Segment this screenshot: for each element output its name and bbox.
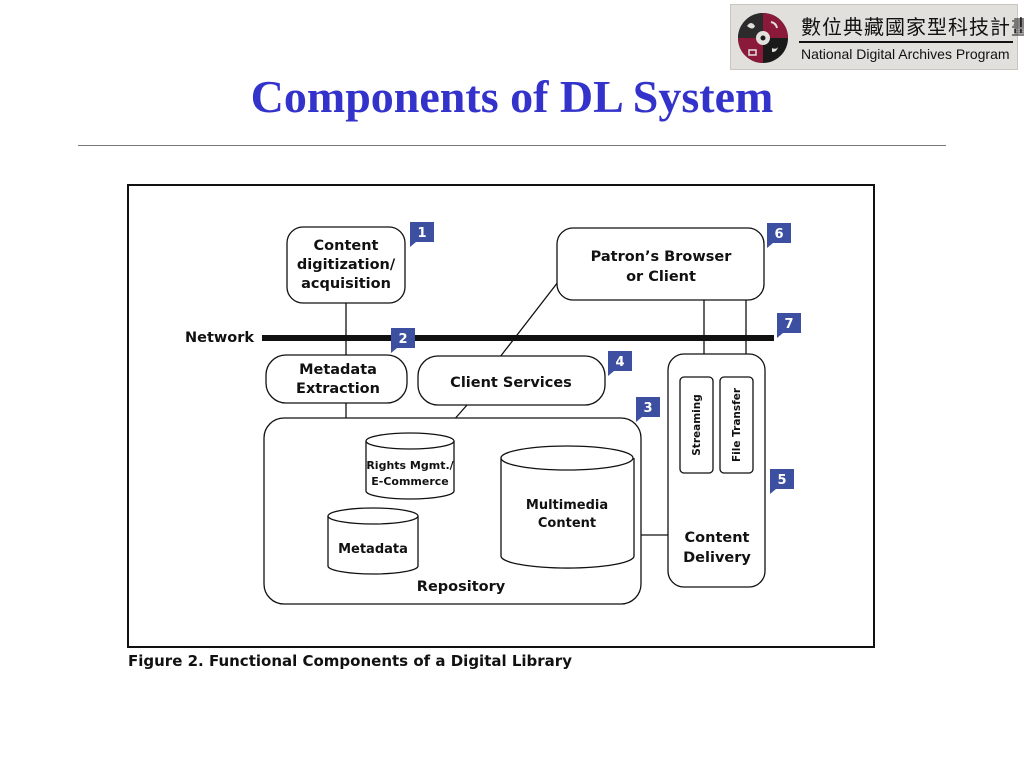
metadata-extraction-line-2: Extraction — [296, 381, 380, 397]
callout-7: 7 — [777, 313, 801, 338]
patron-browser-line-2: or Client — [626, 269, 696, 285]
slide-title: Components of DL System — [250, 71, 774, 122]
callout-2-label: 2 — [398, 332, 407, 347]
content-delivery-line-2: Delivery — [683, 550, 751, 566]
connector-patron-clientservices — [499, 281, 559, 358]
title-rule — [78, 145, 946, 146]
client-services-label: Client Services — [450, 375, 572, 391]
logo-rule — [799, 41, 1013, 43]
streaming-channel: Streaming — [679, 376, 714, 474]
client-services-box: Client Services — [417, 355, 606, 406]
callout-1: 1 — [410, 222, 434, 247]
metadata-extraction-line-1: Metadata — [299, 362, 377, 378]
metadata-label: Metadata — [338, 542, 408, 557]
repository-label: Repository — [417, 579, 506, 595]
logo-english-text: National Digital Archives Program — [801, 46, 1010, 62]
metadata-cylinder: Metadata — [327, 507, 419, 575]
content-digitization-line-3: acquisition — [301, 276, 391, 292]
network-label: Network — [185, 330, 254, 346]
callout-6: 6 — [767, 223, 791, 248]
file-transfer-label: File Transfer — [731, 387, 743, 462]
callout-1-label: 1 — [417, 226, 426, 241]
content-delivery-line-1: Content — [685, 530, 750, 546]
streaming-label: Streaming — [691, 394, 703, 456]
callout-5-label: 5 — [777, 473, 786, 488]
metadata-extraction-box: Metadata Extraction — [265, 354, 408, 404]
multimedia-content-cylinder: Multimedia Content — [500, 445, 635, 569]
patron-browser-box: Patron’s Browser or Client — [556, 227, 765, 301]
content-digitization-line-2: digitization/ — [297, 257, 396, 273]
rights-mgmt-cylinder: Rights Mgmt./ E-Commerce — [365, 432, 455, 500]
nadp-logo: 數位典藏國家型科技計畫 National Digital Archives Pr… — [730, 4, 1024, 70]
callout-6-label: 6 — [774, 227, 783, 242]
nadp-emblem-icon — [738, 13, 788, 63]
callout-3: 3 — [636, 397, 660, 422]
network-bar — [262, 335, 774, 341]
multimedia-content-line-2: Content — [538, 516, 596, 531]
rights-mgmt-line-1: Rights Mgmt./ — [366, 459, 454, 472]
content-digitization-box: Content digitization/ acquisition — [286, 226, 406, 304]
file-transfer-channel: File Transfer — [719, 376, 754, 474]
callout-5: 5 — [770, 469, 794, 494]
logo-chinese-text: 數位典藏國家型科技計畫 — [801, 15, 1024, 39]
multimedia-content-line-1: Multimedia — [526, 498, 608, 513]
rights-mgmt-line-2: E-Commerce — [371, 475, 449, 488]
callout-4-label: 4 — [615, 355, 624, 370]
callout-7-label: 7 — [784, 317, 793, 332]
content-digitization-line-1: Content — [314, 238, 379, 254]
callout-3-label: 3 — [643, 401, 652, 416]
patron-browser-line-1: Patron’s Browser — [591, 249, 733, 265]
callout-4: 4 — [608, 351, 632, 376]
figure-caption: Figure 2. Functional Components of a Dig… — [128, 652, 572, 670]
callout-2: 2 — [391, 328, 415, 353]
